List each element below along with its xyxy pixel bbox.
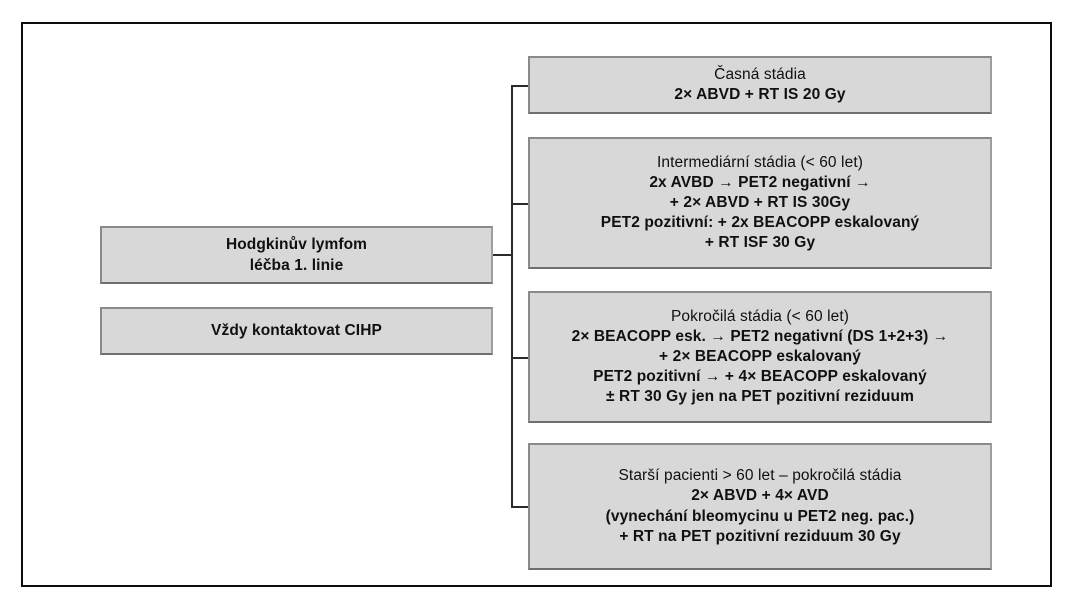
connector-branch-elderly bbox=[511, 506, 530, 508]
node-intermediate-stage: Intermediární stádia (< 60 let) 2x AVBD … bbox=[528, 137, 992, 269]
node-heading: Pokročilá stádia (< 60 let) bbox=[670, 307, 850, 325]
node-line: 2x AVBD → PET2 negativní → bbox=[649, 173, 871, 191]
node-line: PET2 pozitivní: + 2x BEACOPP eskalovaný bbox=[600, 214, 920, 232]
node-line: + 2× ABVD + RT IS 30Gy bbox=[669, 193, 851, 211]
node-heading: Intermediární stádia (< 60 let) bbox=[657, 153, 863, 171]
node-line: 2× ABVD + 4× AVD bbox=[691, 487, 829, 505]
node-line: (vynechání bleomycinu u PET2 neg. pac.) bbox=[605, 507, 915, 525]
node-heading: Časná stádia bbox=[714, 65, 806, 83]
node-elderly-advanced-stage: Starší pacienti > 60 let – pokročilá stá… bbox=[528, 443, 992, 570]
node-line: 2× BEACOPP esk. → PET2 negativní (DS 1+2… bbox=[571, 327, 949, 345]
node-line: + RT ISF 30 Gy bbox=[704, 234, 816, 252]
node-always-contact-cihp: Vždy kontaktovat CIHP bbox=[100, 307, 493, 355]
node-line: 2× ABVD + RT IS 20 Gy bbox=[674, 86, 846, 103]
node-line: + RT na PET pozitivní reziduum 30 Gy bbox=[619, 527, 901, 545]
node-line: léčba 1. linie bbox=[249, 257, 344, 274]
connector-trunk bbox=[511, 85, 513, 507]
node-line: Hodgkinův lymfom bbox=[225, 235, 368, 253]
node-heading: Starší pacienti > 60 let – pokročilá stá… bbox=[618, 467, 902, 485]
node-early-stage: Časná stádia 2× ABVD + RT IS 20 Gy bbox=[528, 56, 992, 114]
node-line: PET2 pozitivní → + 4× BEACOPP eskalovaný bbox=[593, 368, 927, 386]
connector-root-stem bbox=[493, 254, 513, 256]
node-advanced-stage: Pokročilá stádia (< 60 let) 2× BEACOPP e… bbox=[528, 291, 992, 423]
node-line: + 2× BEACOPP eskalovaný bbox=[659, 347, 861, 365]
connector-branch-early bbox=[511, 85, 530, 87]
connector-branch-advanced bbox=[511, 357, 530, 359]
node-line: ± RT 30 Gy jen na PET pozitivní reziduum bbox=[606, 388, 914, 406]
node-hodgkin-first-line-therapy: Hodgkinův lymfom léčba 1. linie bbox=[100, 226, 493, 284]
connector-branch-intermediate bbox=[511, 203, 530, 205]
node-line: Vždy kontaktovat CIHP bbox=[211, 322, 382, 340]
